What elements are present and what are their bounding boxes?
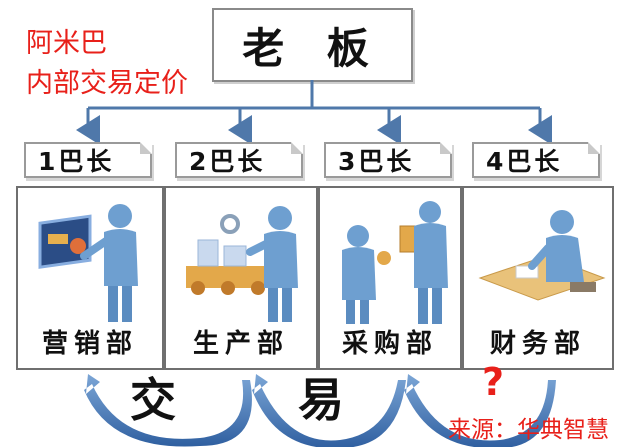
dept-label-production: 生产部 [192, 329, 289, 359]
purchasing-figure-illustration [342, 201, 448, 324]
question-mark: ? [482, 360, 505, 404]
dept-label-finance: 财务部 [489, 329, 586, 359]
dept-label-sales: 营销部 [41, 329, 138, 359]
unit-tag-1: 1巴长 [24, 142, 152, 178]
transaction-word-left: 交 [130, 373, 176, 427]
dept-panel-purchasing: 采购部 [318, 186, 462, 370]
unit-tag-3: 3巴长 [324, 142, 452, 178]
corner-title-line1: 阿米巴 [26, 28, 107, 59]
dept-label-purchasing: 采购部 [341, 329, 438, 359]
arrow-purchasing-finance [404, 374, 556, 447]
unit-tag-2: 2巴长 [175, 142, 303, 178]
dept-panel-production: 生产部 [164, 186, 318, 370]
corner-title-line2: 内部交易定价 [26, 68, 188, 99]
arrow-production-purchasing [252, 374, 406, 447]
source-credit: 来源：华典智慧 [448, 417, 609, 443]
dept-panel-sales: 营销部 [16, 186, 164, 370]
finance-figure-illustration [478, 210, 606, 301]
boss-box: 老 板 [212, 8, 413, 82]
production-figure-illustration [186, 206, 298, 322]
arrow-sales-production [84, 374, 252, 447]
org-connectors [76, 80, 552, 145]
sales-figure-illustration [38, 204, 138, 322]
boss-label: 老 板 [242, 23, 383, 73]
transaction-arrows [84, 374, 556, 447]
transaction-word-middle: 易 [298, 373, 344, 427]
dept-panel-finance: 财务部 [462, 186, 614, 370]
unit-tag-4: 4巴长 [472, 142, 600, 178]
